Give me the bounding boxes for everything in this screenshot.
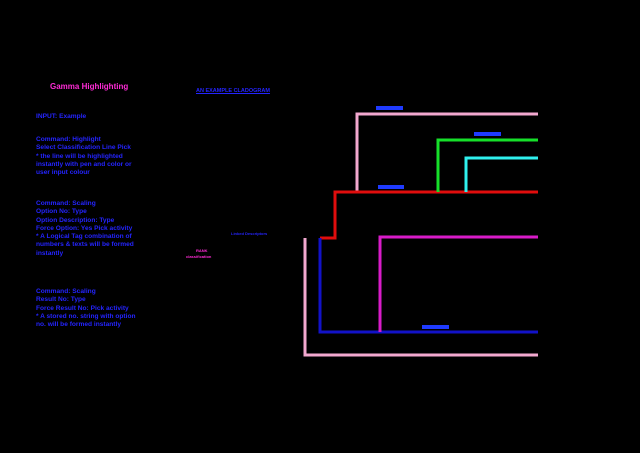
diagram-subtitle: AN EXAMPLE CLADOGRAM xyxy=(196,88,270,94)
green-tag xyxy=(474,132,501,136)
green-branch[interactable] xyxy=(436,138,538,192)
scaling-option-block: Command: Scaling Option No: Type Option … xyxy=(36,200,134,258)
highlight-command-block: Command: Highlight Select Classification… xyxy=(36,136,132,177)
page-title: Gamma Highlighting xyxy=(50,82,129,91)
block-line: Command: Scaling xyxy=(36,200,96,207)
block-line: Option No: Type xyxy=(36,208,87,216)
block-line: Force Result No: Pick activity xyxy=(36,304,129,312)
navy-tag xyxy=(422,325,449,329)
block-line: instantly xyxy=(36,249,64,257)
top-pink-tag xyxy=(376,106,403,110)
block-line: Command: Highlight xyxy=(36,136,101,143)
root-branch[interactable] xyxy=(303,238,538,357)
block-line: * A stored no. string with option xyxy=(36,312,136,320)
block-line: Select Classification Line Pick xyxy=(36,144,131,152)
cyan-branch[interactable] xyxy=(464,156,538,192)
navy-branch[interactable] xyxy=(318,238,538,334)
block-line: instantly with pen and color or xyxy=(36,160,132,168)
block-line: * the line will be highlighted xyxy=(36,152,123,160)
block-line: user input colour xyxy=(36,169,90,177)
input-block: INPUT: Example xyxy=(36,113,86,121)
highlighted-red-branch[interactable] xyxy=(320,190,538,240)
node-label: Linked Descriptors xyxy=(231,231,268,236)
block-line: Option Description: Type xyxy=(36,216,115,224)
block-line: no. will be formed instantly xyxy=(36,321,121,329)
scaling-result-block: Command: Scaling Result No: Type Force R… xyxy=(36,288,136,329)
top-pink-branch[interactable] xyxy=(355,112,538,192)
magenta-label-line2: classification xyxy=(186,254,212,259)
block-line: Command: Scaling xyxy=(36,288,96,295)
block-line: INPUT: Example xyxy=(36,113,87,120)
block-line: * A Logical Tag combination of xyxy=(36,233,132,241)
magenta-branch[interactable] xyxy=(378,235,538,332)
magenta-label-line1: RANK xyxy=(196,248,208,253)
red-tag xyxy=(378,185,404,189)
block-line: Force Option: Yes Pick activity xyxy=(36,224,133,232)
block-line: numbers & texts will be formed xyxy=(36,241,134,249)
block-line: Result No: Type xyxy=(36,296,86,304)
